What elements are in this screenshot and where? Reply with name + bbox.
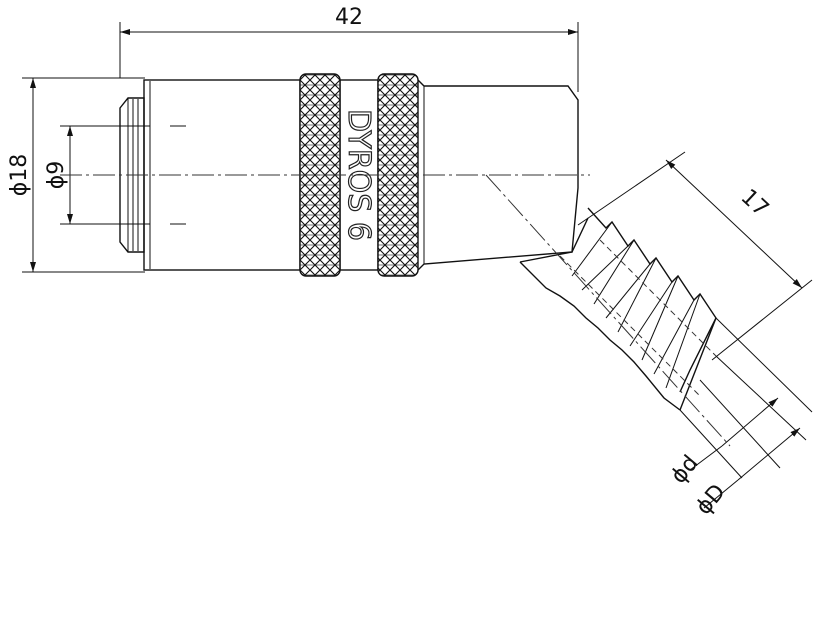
hose-length-label: 17 [736,185,774,222]
dimension-hose-diameters: ϕd ϕD [666,317,813,520]
hose-outer-diameter-label: ϕD [691,480,730,520]
overall-length-label: 42 [335,5,363,30]
hose-tail [519,207,717,411]
dimension-overall-length: 42 [119,5,579,92]
hose-inner-diameter-label: ϕd [666,451,703,489]
outer-diameter-label: ϕ18 [7,154,32,197]
dimension-inner-diameter: ϕ9 [44,125,150,225]
dimension-hose-length: 17 [577,151,813,361]
dimension-outer-diameter: ϕ18 [7,77,145,273]
angled-centerline [485,174,731,447]
